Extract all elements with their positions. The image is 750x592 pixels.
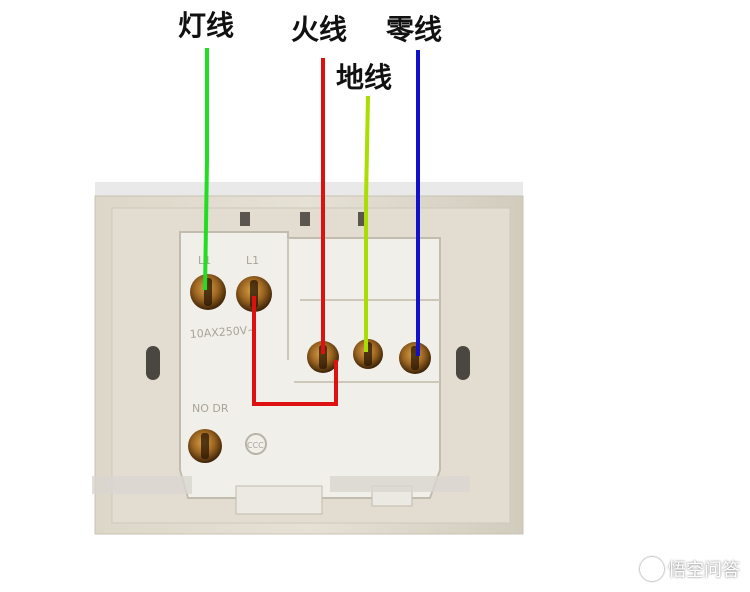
- lower-tab: [235, 485, 323, 515]
- top-clip-1: [240, 212, 250, 226]
- lamp-wire-label: 灯线: [178, 9, 235, 42]
- terminal-screw-lamp: [190, 274, 226, 310]
- blurred-brand-right: [330, 476, 470, 492]
- watermark-text: 悟空问答: [668, 560, 740, 581]
- engraving-l1-right: L1: [246, 254, 259, 267]
- ground-wire-line: [364, 95, 370, 352]
- terminal-screw-ground: [353, 339, 383, 369]
- engraving-rating: 10AX250V~: [189, 323, 257, 341]
- top-clip-2: [300, 212, 310, 226]
- blurred-brand-left: [92, 476, 192, 494]
- terminal-screw-neutral: [399, 342, 431, 374]
- mounting-slot-left: [146, 346, 160, 380]
- terminal-screw-bottom: [188, 429, 222, 463]
- watermark: 悟空问答: [640, 556, 740, 582]
- watermark-chat-icon: [640, 557, 664, 581]
- engraving-ccc: CCC: [247, 441, 264, 450]
- live-wire-label: 火线: [291, 13, 348, 46]
- neutral-wire-label: 零线: [386, 13, 443, 46]
- live-jumper-line: [252, 296, 338, 406]
- ground-wire-label: 地线: [336, 61, 393, 94]
- top-clip-3: [358, 212, 368, 226]
- mounting-slot-right: [456, 346, 470, 380]
- engraving-nodrill: NO DR: [192, 402, 229, 415]
- wall-plate-top-strip: [95, 182, 523, 196]
- ccc-mark: [245, 433, 267, 455]
- lamp-wire-line: [203, 48, 209, 291]
